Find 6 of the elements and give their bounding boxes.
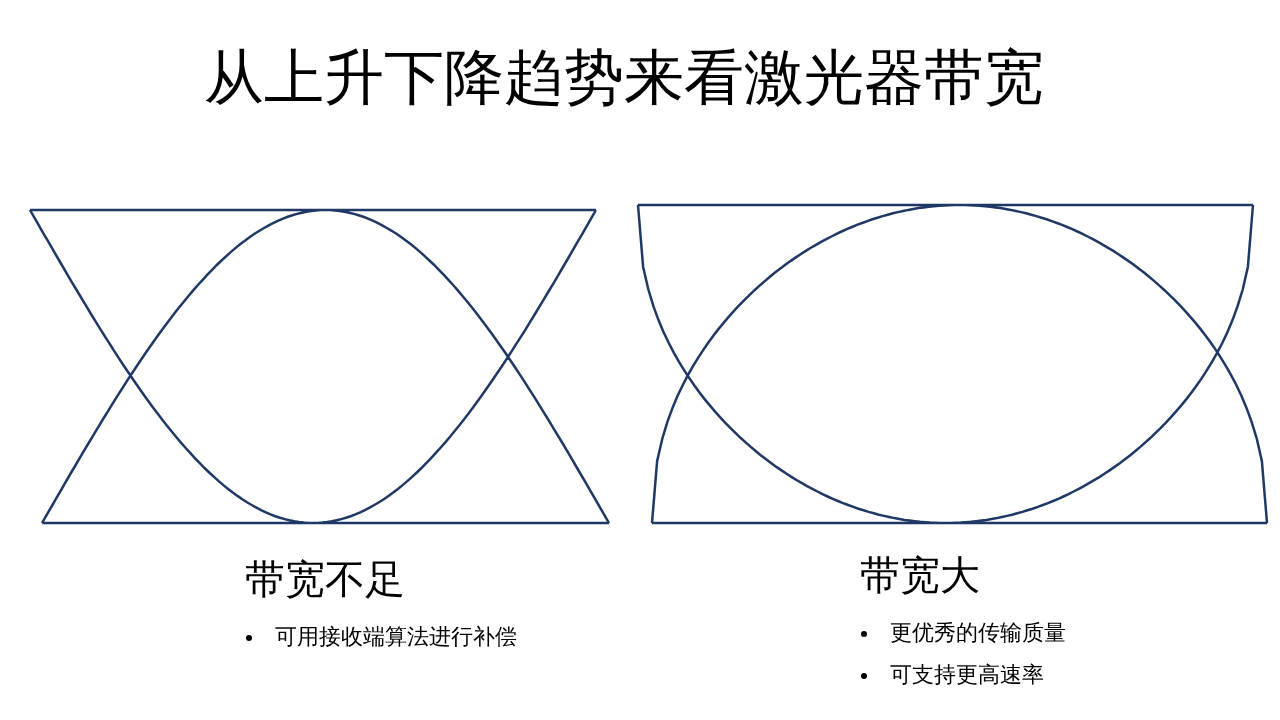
heading: 带宽大 <box>860 551 980 600</box>
heading: 带宽不足 <box>245 555 405 604</box>
title: 从上升下降趋势来看激光器带宽 <box>203 41 1045 114</box>
bullet-item: 更优秀的传输质量 <box>890 619 1066 647</box>
bullet-item: 可支持更高速率 <box>890 661 1044 689</box>
bullet-item: 可用接收端算法进行补偿 <box>275 623 517 651</box>
